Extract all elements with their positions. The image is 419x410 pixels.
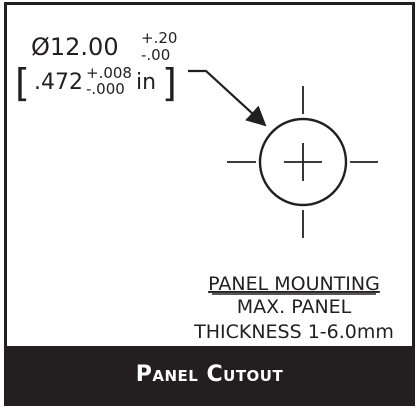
imperial-unit: in — [136, 70, 156, 95]
imperial-value: .472 — [34, 70, 83, 95]
metric-tolerance-minus: -.00 — [141, 46, 170, 64]
imperial-tolerance-minus: -.000 — [86, 80, 125, 98]
note-line-3: THICKNESS 1-6.0mm — [193, 321, 394, 343]
metric-value: 12.00 — [50, 33, 119, 61]
leader-line — [188, 69, 267, 127]
metric-tolerance-plus: +.20 — [141, 29, 177, 47]
metric-dimension: Ø12.00 — [31, 33, 119, 61]
panel-cutout-card: Ø12.00 +.20 -.00 [ .472 +.008 -.000 in ]… — [4, 2, 415, 406]
footer-bar: Panel Cutout — [7, 346, 412, 403]
note-line-2: MAX. PANEL — [237, 296, 352, 318]
diameter-symbol: Ø — [31, 33, 50, 61]
cutout-circle — [258, 117, 348, 207]
imperial-bracket-close: ] — [162, 61, 177, 105]
footer-title: Panel Cutout — [135, 362, 284, 387]
note-heading: PANEL MOUNTING — [208, 273, 380, 295]
technical-drawing: Ø12.00 +.20 -.00 [ .472 +.008 -.000 in ]… — [15, 29, 394, 343]
imperial-tolerance-plus: +.008 — [86, 64, 132, 82]
imperial-bracket-open: [ — [15, 61, 30, 105]
